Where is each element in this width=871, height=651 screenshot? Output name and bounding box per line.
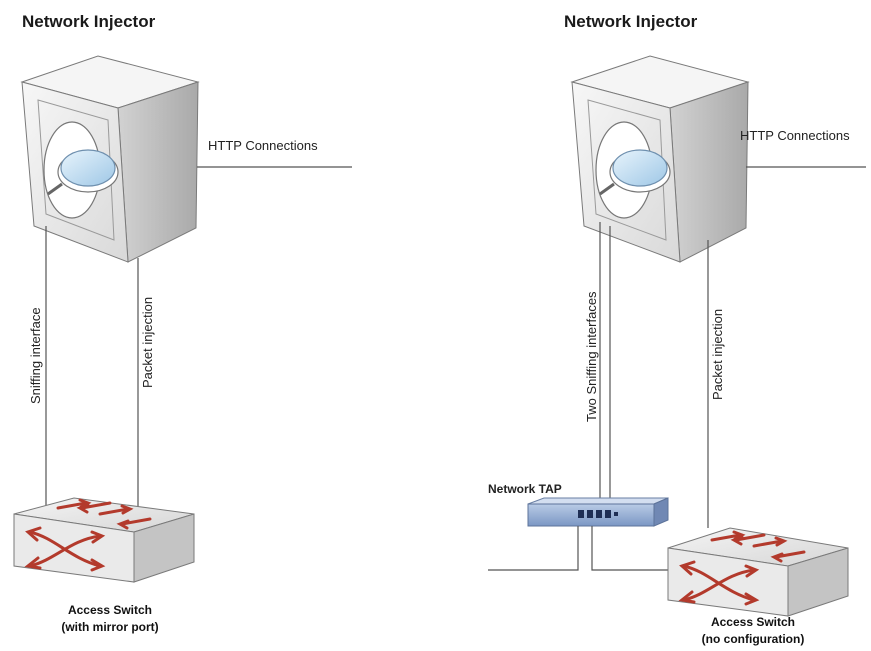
right-switch-caption-line2: (no configuration)	[701, 632, 805, 646]
left-diagram-title: Network Injector	[22, 12, 156, 31]
right-http-label: HTTP Connections	[740, 128, 850, 143]
left-inject-label: Packet injection	[140, 296, 155, 388]
left-switch-caption: Access Switch (with mirror port)	[30, 602, 190, 636]
right-injector-appliance-icon	[570, 55, 750, 263]
tap-to-switch-line	[591, 526, 668, 571]
left-switch-caption-line2: (with mirror port)	[61, 620, 159, 634]
left-switch-caption-line1: Access Switch	[67, 603, 153, 617]
left-access-switch-icon	[13, 497, 195, 583]
left-injector-appliance-icon	[20, 55, 200, 263]
right-diagram-title: Network Injector	[564, 12, 698, 31]
right-access-switch-icon	[667, 527, 849, 617]
network-tap-icon	[527, 497, 669, 527]
right-sniff-label: Two Sniffing interfaces	[584, 291, 599, 422]
left-sniff-label: Sniffing interface	[28, 307, 43, 404]
network-tap-label: Network TAP	[488, 482, 562, 496]
right-switch-caption-line1: Access Switch	[710, 615, 796, 629]
right-inject-label: Packet injection	[710, 308, 725, 400]
left-http-label: HTTP Connections	[208, 138, 318, 153]
tap-uplink-line	[488, 526, 579, 571]
right-switch-caption: Access Switch (no configuration)	[678, 614, 828, 648]
